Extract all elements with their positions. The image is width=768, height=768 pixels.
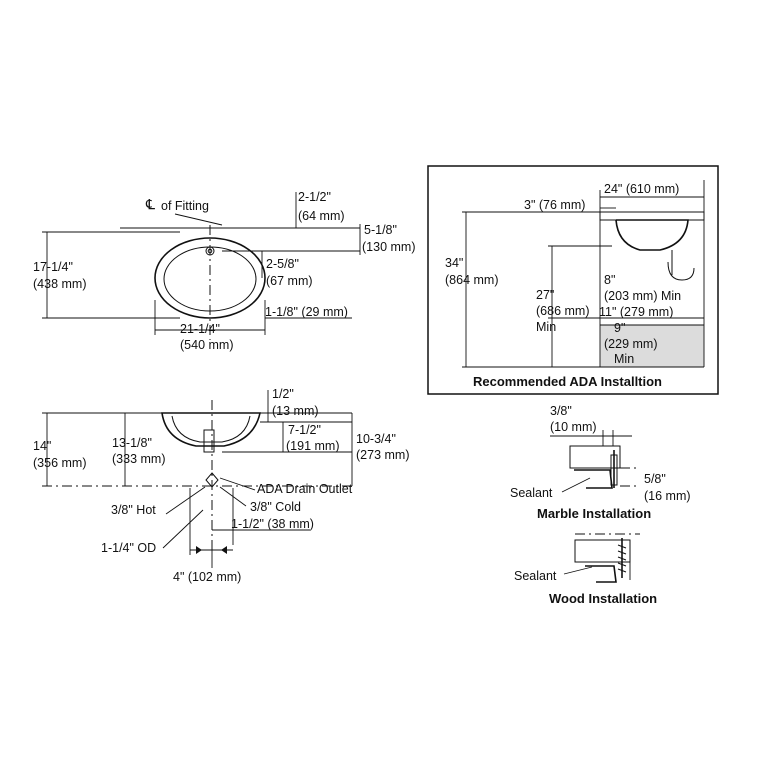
ada-dim-686mm: (686 mm) (536, 304, 589, 318)
dim-333mm: (333 mm) (112, 452, 165, 466)
dim-4-arrow-right (221, 546, 227, 554)
ada-leader (219, 477, 256, 491)
dim-17-1-4: 17-1/4" (33, 260, 73, 274)
hot-leader (165, 486, 206, 515)
marble-dim-10mm: (10 mm) (550, 420, 597, 434)
dim-130mm: (130 mm) (362, 240, 415, 254)
marble-dim-5-8: 5/8" (644, 472, 666, 486)
top-view: ℄ of Fitting 2-1/2" (64 mm) 5-1/8" (130 … (33, 190, 415, 352)
dim-4: 4" (102 mm) (173, 570, 241, 584)
wood-detail: Sealant Wood Installation (514, 533, 657, 606)
ada-frame (427, 165, 719, 395)
ada-panel: 24" (610 mm) 3" (76 mm) 34" (864 mm) 27"… (427, 165, 719, 395)
dim-1-1-2: 1-1/2" (38 mm) (231, 517, 314, 531)
ada-dim-34: 34" (445, 256, 463, 270)
basin-profile (161, 412, 261, 447)
dim-67mm: (67 mm) (266, 274, 313, 288)
ada-drain-label: ADA Drain Outlet (257, 482, 353, 496)
dim-5-1-8: 5-1/8" (364, 223, 397, 237)
dim-2-5-8: 2-5/8" (266, 257, 299, 271)
dim-14: 14" (33, 439, 51, 453)
cold-label: 3/8" Cold (250, 500, 301, 514)
dim-4-arrow-left (196, 546, 202, 554)
ada-basin (615, 219, 689, 251)
basin-profile-inner (171, 415, 251, 443)
drain-body (203, 429, 215, 453)
ada-dim-27: 27" (536, 288, 554, 302)
ada-dim-864mm: (864 mm) (445, 273, 498, 287)
od-label: 1-1/4" OD (101, 541, 156, 555)
marble-dim-16mm: (16 mm) (644, 489, 691, 503)
ada-dim-11: 11" (279 mm) (599, 305, 673, 319)
dim-1-2: 1/2" (272, 387, 294, 401)
centerline-symbol: ℄ (145, 196, 155, 212)
dim-438mm: (438 mm) (33, 277, 86, 291)
marble-dim-3-8: 3/8" (550, 404, 572, 418)
marble-title: Marble Installation (537, 506, 651, 521)
dim-356mm: (356 mm) (33, 456, 86, 470)
wood-screw-threads (617, 544, 627, 573)
marble-sealant: Sealant (510, 486, 553, 500)
dim-21-1-4: 21-1/4" (180, 322, 220, 336)
ada-dim-3: 3" (76 mm) (524, 198, 585, 212)
ada-dim-8: 8" (604, 273, 615, 287)
hot-label: 3/8" Hot (111, 503, 156, 517)
fitting-label: of Fitting (161, 199, 209, 213)
wood-title: Wood Installation (549, 591, 657, 606)
ada-dim-229mm: (229 mm) (604, 337, 657, 351)
ada-min-b: Min (614, 352, 634, 366)
knee-clearance-shade (600, 325, 704, 367)
ada-trap (667, 261, 695, 281)
drain-outlet-symbol (205, 472, 219, 488)
marble-sink-lip (574, 469, 613, 489)
dim-1-1-8: 1-1/8" (29 mm) (265, 305, 348, 319)
od-leader (162, 509, 204, 549)
side-view: 1/2" (13 mm) 14" (356 mm) 13-1/8" (333 m… (33, 387, 409, 584)
ada-min-a: Min (536, 320, 556, 334)
ada-dim-24: 24" (610 mm) (604, 182, 679, 196)
dim-2-1-2: 2-1/2" (298, 190, 331, 204)
dim-540mm: (540 mm) (180, 338, 233, 352)
wood-sink-lip (585, 565, 617, 583)
dim-273mm: (273 mm) (356, 448, 409, 462)
marble-counter (569, 445, 621, 469)
dim-13-1-8: 13-1/8" (112, 436, 152, 450)
marble-sealant-leader (561, 477, 591, 493)
dim-64mm: (64 mm) (298, 209, 345, 223)
dim-191mm: (191 mm) (286, 439, 339, 453)
dim-13mm: (13 mm) (272, 404, 319, 418)
ada-title: Recommended ADA Installtion (473, 374, 662, 389)
marble-detail: 3/8" (10 mm) 5/8" (16 mm) Sealant Marble… (510, 404, 691, 521)
ada-counter (599, 211, 705, 221)
dim-7-1-2: 7-1/2" (288, 423, 321, 437)
wood-sealant: Sealant (514, 569, 557, 583)
wood-sealant-leader (563, 566, 593, 575)
basin-outer-ellipse (154, 237, 266, 319)
fitting-leader (174, 213, 223, 226)
dim-10-3-4: 10-3/4" (356, 432, 396, 446)
ada-dim-203mm: (203 mm) Min (604, 289, 681, 303)
ada-dim-9: 9" (614, 321, 625, 335)
